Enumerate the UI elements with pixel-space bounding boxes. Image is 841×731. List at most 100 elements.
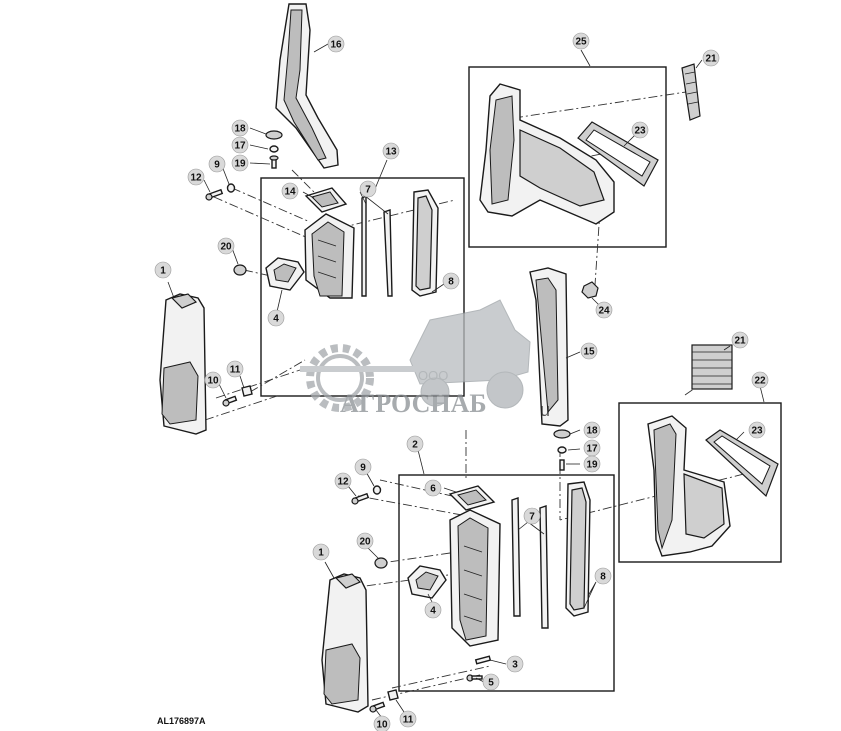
part-15-lower-duct bbox=[529, 267, 569, 427]
callout-19: 19 bbox=[231, 154, 249, 172]
callout-9-lower: 9 bbox=[354, 458, 372, 476]
callout-22: 22 bbox=[751, 371, 769, 389]
callout-2: 2 bbox=[406, 435, 424, 453]
part-8-seal-lower bbox=[565, 481, 591, 617]
callout-24: 24 bbox=[595, 301, 613, 319]
watermark-logo: ООО АГРОСНАБ u bbox=[300, 299, 550, 420]
part-23-gasket-top bbox=[577, 121, 659, 187]
part-1-trim-lower bbox=[321, 573, 369, 713]
part-4-clip-top bbox=[265, 257, 305, 291]
svg-text:10: 10 bbox=[207, 376, 219, 387]
svg-text:7: 7 bbox=[529, 512, 535, 523]
part-8-seal-top bbox=[411, 189, 439, 297]
callout-3: 3 bbox=[506, 655, 524, 673]
svg-text:18: 18 bbox=[234, 124, 246, 135]
part-2-housing bbox=[449, 509, 501, 647]
part-23-gasket-lower bbox=[705, 429, 779, 498]
svg-text:7: 7 bbox=[365, 185, 371, 196]
watermark-prefix: ООО bbox=[418, 368, 448, 383]
svg-text:20: 20 bbox=[220, 242, 232, 253]
svg-text:2: 2 bbox=[412, 440, 418, 451]
callout-8: 8 bbox=[442, 272, 460, 290]
callout-1-lower: 1 bbox=[312, 543, 330, 561]
callout-10-lower: 10 bbox=[373, 715, 391, 731]
callout-6: 6 bbox=[424, 479, 442, 497]
callout-23-lower: 23 bbox=[748, 421, 766, 439]
svg-text:10: 10 bbox=[376, 720, 388, 731]
callout-11-lower: 11 bbox=[399, 710, 417, 728]
callout-20: 20 bbox=[217, 237, 235, 255]
callout-1: 1 bbox=[154, 261, 172, 279]
svg-text:25: 25 bbox=[575, 37, 587, 48]
part-6-gasket bbox=[448, 485, 496, 511]
grommet-20-top bbox=[233, 264, 247, 276]
svg-text:17: 17 bbox=[234, 141, 246, 152]
watermark-suffix: u bbox=[540, 400, 550, 420]
svg-text:3: 3 bbox=[512, 660, 518, 671]
callout-4-lower: 4 bbox=[424, 601, 442, 619]
svg-text:21: 21 bbox=[705, 54, 717, 65]
svg-text:11: 11 bbox=[230, 365, 241, 376]
svg-text:6: 6 bbox=[430, 484, 436, 495]
callout-23: 23 bbox=[631, 121, 649, 139]
hardware-10-11-lower bbox=[369, 689, 399, 713]
svg-text:5: 5 bbox=[488, 678, 494, 689]
callout-17: 17 bbox=[231, 136, 249, 154]
part-24-nut bbox=[581, 281, 599, 299]
callout-7-lower: 7 bbox=[523, 507, 541, 525]
callout-4: 4 bbox=[267, 309, 285, 327]
svg-text:17: 17 bbox=[586, 444, 598, 455]
svg-text:23: 23 bbox=[751, 426, 763, 437]
svg-text:11: 11 bbox=[403, 715, 414, 726]
callout-18-lower: 18 bbox=[583, 421, 601, 439]
callout-14: 14 bbox=[281, 182, 299, 200]
assembly-frame-13 bbox=[260, 177, 465, 397]
part-7-rods-top bbox=[361, 194, 393, 297]
assembly-frame-25 bbox=[468, 66, 667, 248]
part-1-trim-top bbox=[159, 293, 207, 435]
hardware-10-11-top bbox=[222, 385, 253, 407]
hardware-18-17-19-top bbox=[265, 130, 283, 169]
callout-12: 12 bbox=[187, 168, 205, 186]
callout-11: 11 bbox=[226, 360, 244, 378]
part-21-filter-top bbox=[681, 63, 701, 121]
callout-15: 15 bbox=[580, 342, 598, 360]
svg-text:20: 20 bbox=[359, 537, 371, 548]
svg-text:8: 8 bbox=[448, 277, 454, 288]
callout-21-lower: 21 bbox=[731, 331, 749, 349]
svg-text:13: 13 bbox=[385, 147, 397, 158]
hardware-3-5 bbox=[466, 655, 492, 682]
svg-text:9: 9 bbox=[214, 160, 220, 171]
svg-text:18: 18 bbox=[586, 426, 598, 437]
svg-text:24: 24 bbox=[598, 306, 610, 317]
svg-text:16: 16 bbox=[330, 40, 342, 51]
svg-text:14: 14 bbox=[284, 187, 296, 198]
callout-8-lower: 8 bbox=[594, 567, 612, 585]
part-4-clip-lower bbox=[407, 565, 447, 599]
gear-icon bbox=[306, 344, 374, 412]
callout-5: 5 bbox=[482, 673, 500, 691]
svg-text:19: 19 bbox=[586, 460, 598, 471]
callout-19-lower: 19 bbox=[583, 455, 601, 473]
part-21-filter-lower bbox=[691, 344, 733, 390]
svg-text:8: 8 bbox=[600, 572, 606, 583]
harvester-icon bbox=[300, 299, 531, 409]
svg-text:22: 22 bbox=[754, 376, 766, 387]
svg-text:9: 9 bbox=[360, 463, 366, 474]
callout-12-lower: 12 bbox=[334, 472, 352, 490]
part-13-housing bbox=[304, 213, 355, 299]
svg-text:19: 19 bbox=[234, 159, 246, 170]
hardware-12-9-lower bbox=[351, 485, 382, 505]
svg-text:15: 15 bbox=[583, 347, 595, 358]
part-7-rods-lower bbox=[511, 497, 549, 629]
part-16-upper-duct bbox=[275, 3, 339, 169]
callout-10: 10 bbox=[204, 371, 222, 389]
part-14-gasket bbox=[304, 187, 348, 213]
assembly-frame-2 bbox=[398, 474, 615, 692]
callout-18: 18 bbox=[231, 119, 249, 137]
callout-20-lower: 20 bbox=[356, 532, 374, 550]
hardware-18-17-19-lower bbox=[553, 429, 571, 471]
svg-text:4: 4 bbox=[273, 314, 279, 325]
figure-code: AL176897A bbox=[157, 716, 206, 726]
